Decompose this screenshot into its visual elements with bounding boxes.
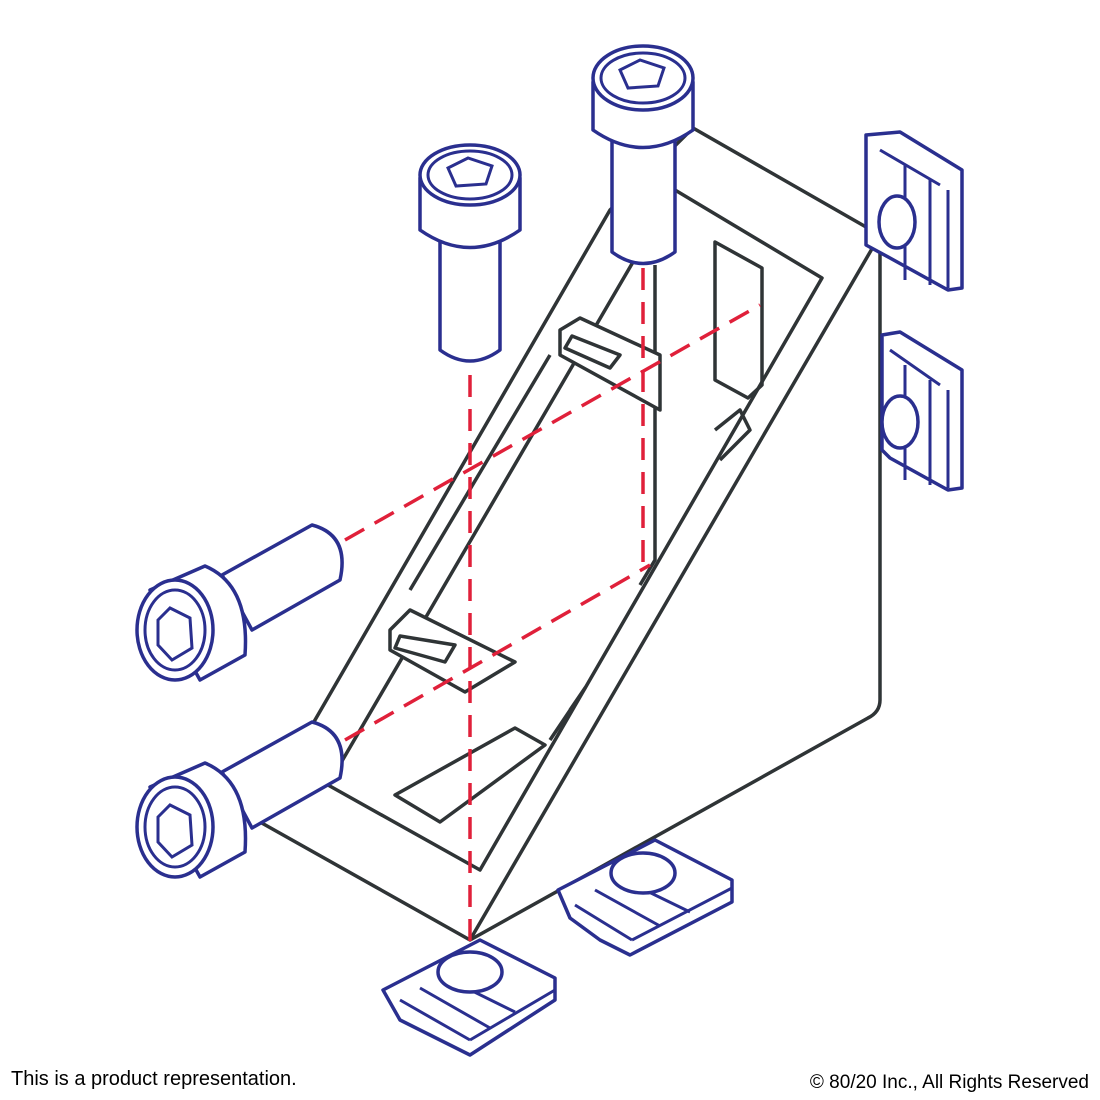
- bolt-horizontal-lower: [135, 720, 344, 879]
- t-nut-right-upper: [864, 130, 964, 292]
- copyright-text: © 80/20 Inc., All Rights Reserved: [809, 1072, 1089, 1093]
- t-nut-bottom-right: [556, 838, 734, 957]
- bolt-vertical-right: [591, 44, 695, 266]
- bolt-horizontal-upper: [135, 523, 344, 682]
- disclaimer-text: This is a product representation.: [11, 1068, 297, 1090]
- t-nut-right-lower: [880, 330, 964, 492]
- bolt-vertical-left: [418, 143, 522, 363]
- t-nut-bottom-left: [381, 938, 557, 1057]
